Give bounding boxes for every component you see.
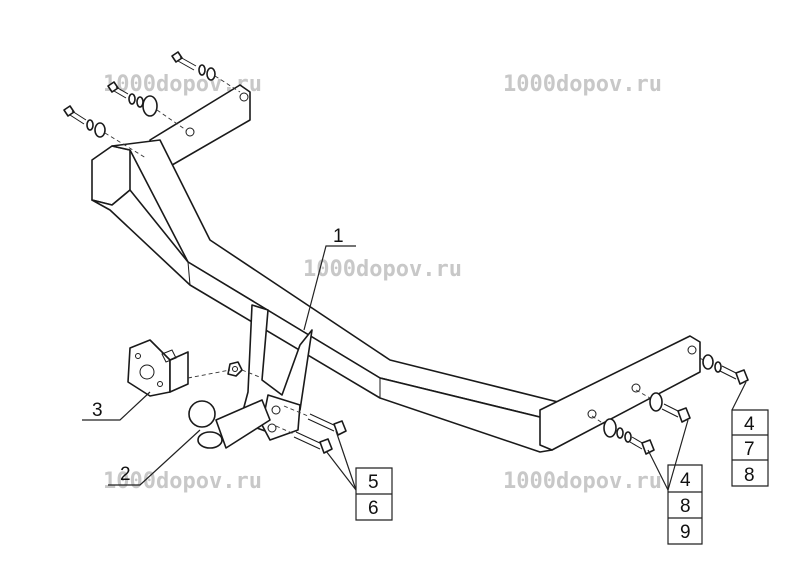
watermark-bottom-right: 1000dopov.ru [503,469,662,494]
fasteners-right [591,354,749,455]
watermark-top-right: 1000dopov.ru [503,72,662,97]
callout-right-8: 8 [744,465,755,486]
callout-mid-9: 9 [680,522,691,543]
callout-2: 2 [120,464,131,485]
neck-bolts [275,405,347,454]
main-crossbeam [91,84,701,453]
callout-1: 1 [333,226,344,247]
hex-nut-middle [187,361,263,379]
callout-6: 6 [368,498,379,519]
socket-bracket [127,339,189,397]
callout-5: 5 [368,472,379,493]
callout-right-4: 4 [744,414,755,435]
tow-ball [188,399,271,449]
callout-mid-8: 8 [680,496,691,517]
callout-mid-4: 4 [680,470,691,491]
leader-lines [82,245,769,545]
watermark-bottom-left: 1000dopov.ru [103,469,262,494]
callout-3: 3 [92,400,103,421]
ball-mount-neck [239,304,313,441]
fasteners-top-left [63,51,241,159]
callout-right-7: 7 [744,439,755,460]
watermark-center: 1000dopov.ru [303,257,462,282]
